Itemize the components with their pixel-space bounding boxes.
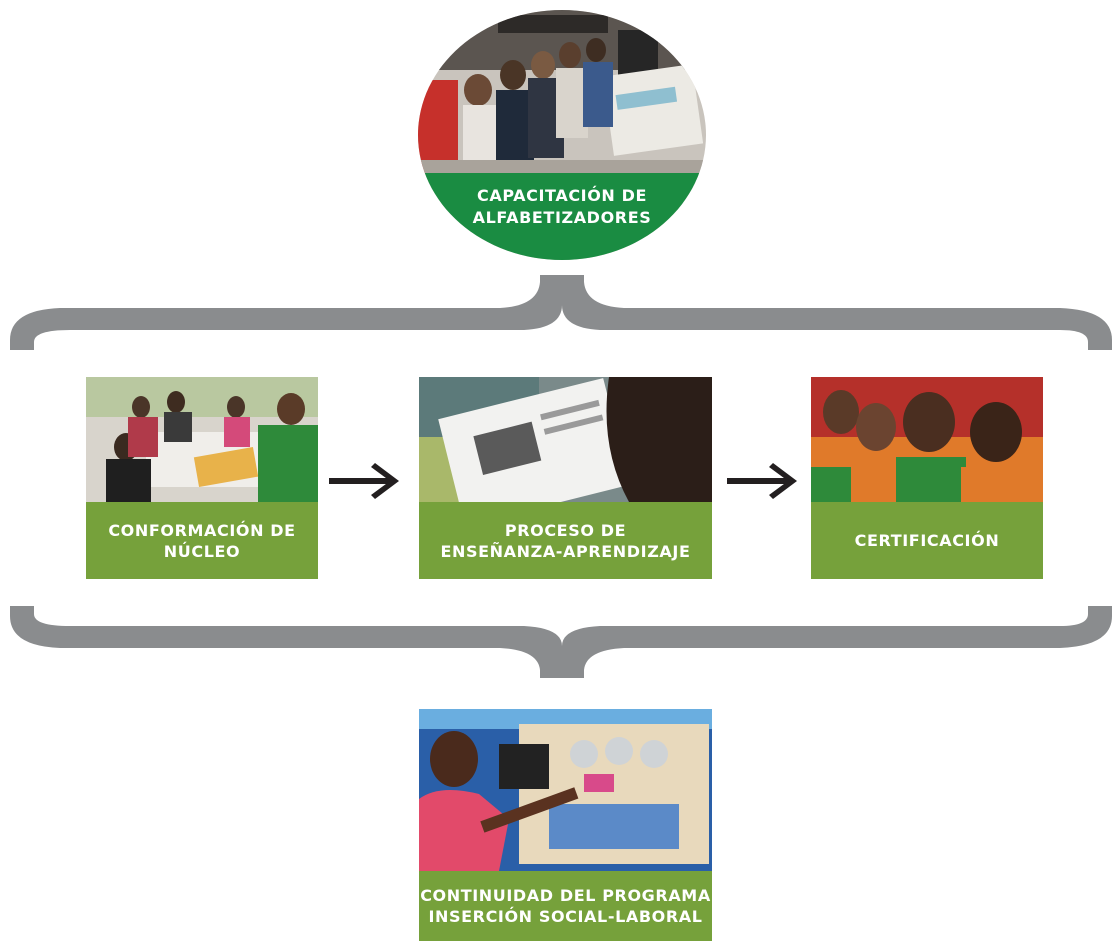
bottom-brace: [10, 606, 1112, 678]
step-3-photo: [811, 377, 1043, 502]
arrow-right-icon: [727, 463, 797, 499]
top-node-circle: CAPACITACIÓN DE ALFABETIZADORES: [418, 10, 706, 260]
top-node-label-line2: ALFABETIZADORES: [472, 208, 652, 227]
bottom-node-label-line2: INSERCIÓN SOCIAL-LABORAL: [428, 907, 703, 926]
step-2-label-line2: ENSEÑANZA-APRENDIZAJE: [440, 541, 691, 561]
bottom-node-label-line1: CONTINUIDAD DEL PROGRAMA: [420, 886, 711, 905]
step-3-label: CERTIFICACIÓN: [811, 502, 1043, 579]
step-1-photo: [86, 377, 318, 502]
step-2-label-line1: PROCESO DE: [504, 520, 627, 540]
bottom-node-photo: [419, 709, 712, 871]
step-1-label-line2: NÚCLEO: [163, 541, 241, 561]
top-node-label: CAPACITACIÓN DE ALFABETIZADORES: [418, 173, 706, 260]
step-2-photo: [419, 377, 712, 502]
top-brace: [10, 275, 1112, 350]
step-2-label: PROCESO DE ENSEÑANZA-APRENDIZAJE: [419, 502, 712, 579]
top-node-label-line1: CAPACITACIÓN DE: [477, 186, 647, 205]
bottom-node-label: CONTINUIDAD DEL PROGRAMA INSERCIÓN SOCIA…: [419, 871, 712, 941]
step-1-label: CONFORMACIÓN DE NÚCLEO: [86, 502, 318, 579]
step-1-label-line1: CONFORMACIÓN DE: [108, 520, 296, 540]
step-3-label-line1: CERTIFICACIÓN: [854, 531, 1000, 550]
arrow-right-icon: [329, 463, 399, 499]
